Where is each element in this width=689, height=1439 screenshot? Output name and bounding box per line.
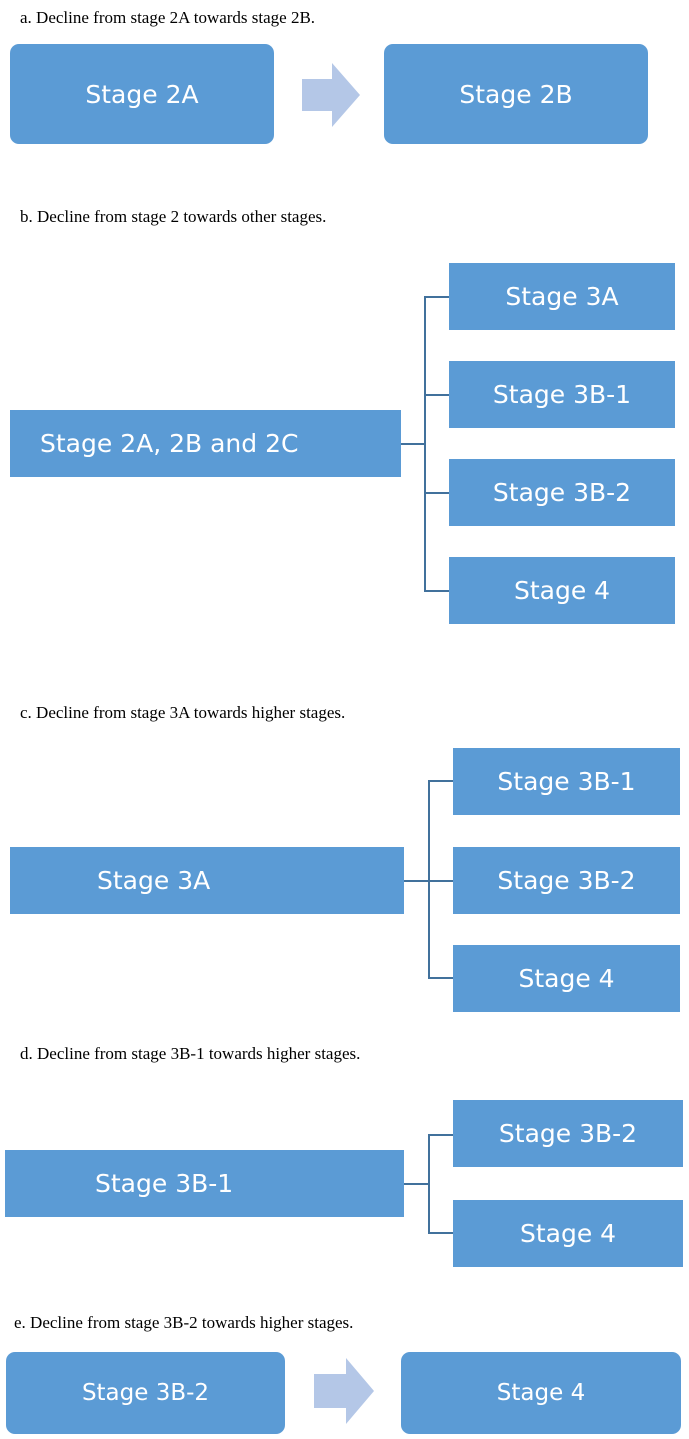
connector-b-branch-2	[424, 394, 449, 396]
stage-box-3a: Stage 3A	[10, 847, 404, 914]
connector-c-branch-3	[428, 977, 453, 979]
right-arrow-icon	[302, 63, 360, 127]
connector-c-spine	[428, 780, 430, 978]
stage-box-4: Stage 4	[453, 1200, 683, 1267]
connector-b-spine	[424, 296, 426, 592]
stage-box-3b2: Stage 3B-2	[453, 847, 680, 914]
stage-box-3b2: Stage 3B-2	[453, 1100, 683, 1167]
connector-c-branch-1	[428, 780, 453, 782]
stage-box-2a: Stage 2A	[10, 44, 274, 144]
stage-box-4: Stage 4	[401, 1352, 681, 1434]
right-arrow-icon	[314, 1358, 374, 1424]
caption-b: b. Decline from stage 2 towards other st…	[20, 207, 327, 226]
stage-box-3b2: Stage 3B-2	[6, 1352, 285, 1434]
connector-b-branch-3	[424, 492, 449, 494]
stage-box-3b1: Stage 3B-1	[449, 361, 675, 428]
caption-c: c. Decline from stage 3A towards higher …	[20, 703, 346, 722]
caption-a: a. Decline from stage 2A towards stage 2…	[20, 8, 316, 27]
stage-box-2b: Stage 2B	[384, 44, 648, 144]
connector-d-spine	[428, 1134, 430, 1234]
connector-d-branch-1	[428, 1134, 453, 1136]
stage-box-2abc: Stage 2A, 2B and 2C	[10, 410, 401, 477]
stage-box-3b1: Stage 3B-1	[453, 748, 680, 815]
connector-b-stem	[401, 443, 425, 445]
connector-b-branch-4	[424, 590, 449, 592]
stage-box-3b2: Stage 3B-2	[449, 459, 675, 526]
caption-d: d. Decline from stage 3B-1 towards highe…	[20, 1044, 361, 1063]
connector-d-branch-2	[428, 1232, 453, 1234]
caption-e: e. Decline from stage 3B-2 towards highe…	[14, 1313, 354, 1332]
connector-b-branch-1	[424, 296, 449, 298]
stage-box-4: Stage 4	[449, 557, 675, 624]
stage-box-3a: Stage 3A	[449, 263, 675, 330]
connector-d-stem	[404, 1183, 429, 1185]
stage-box-3b1: Stage 3B-1	[5, 1150, 404, 1217]
stage-box-4: Stage 4	[453, 945, 680, 1012]
